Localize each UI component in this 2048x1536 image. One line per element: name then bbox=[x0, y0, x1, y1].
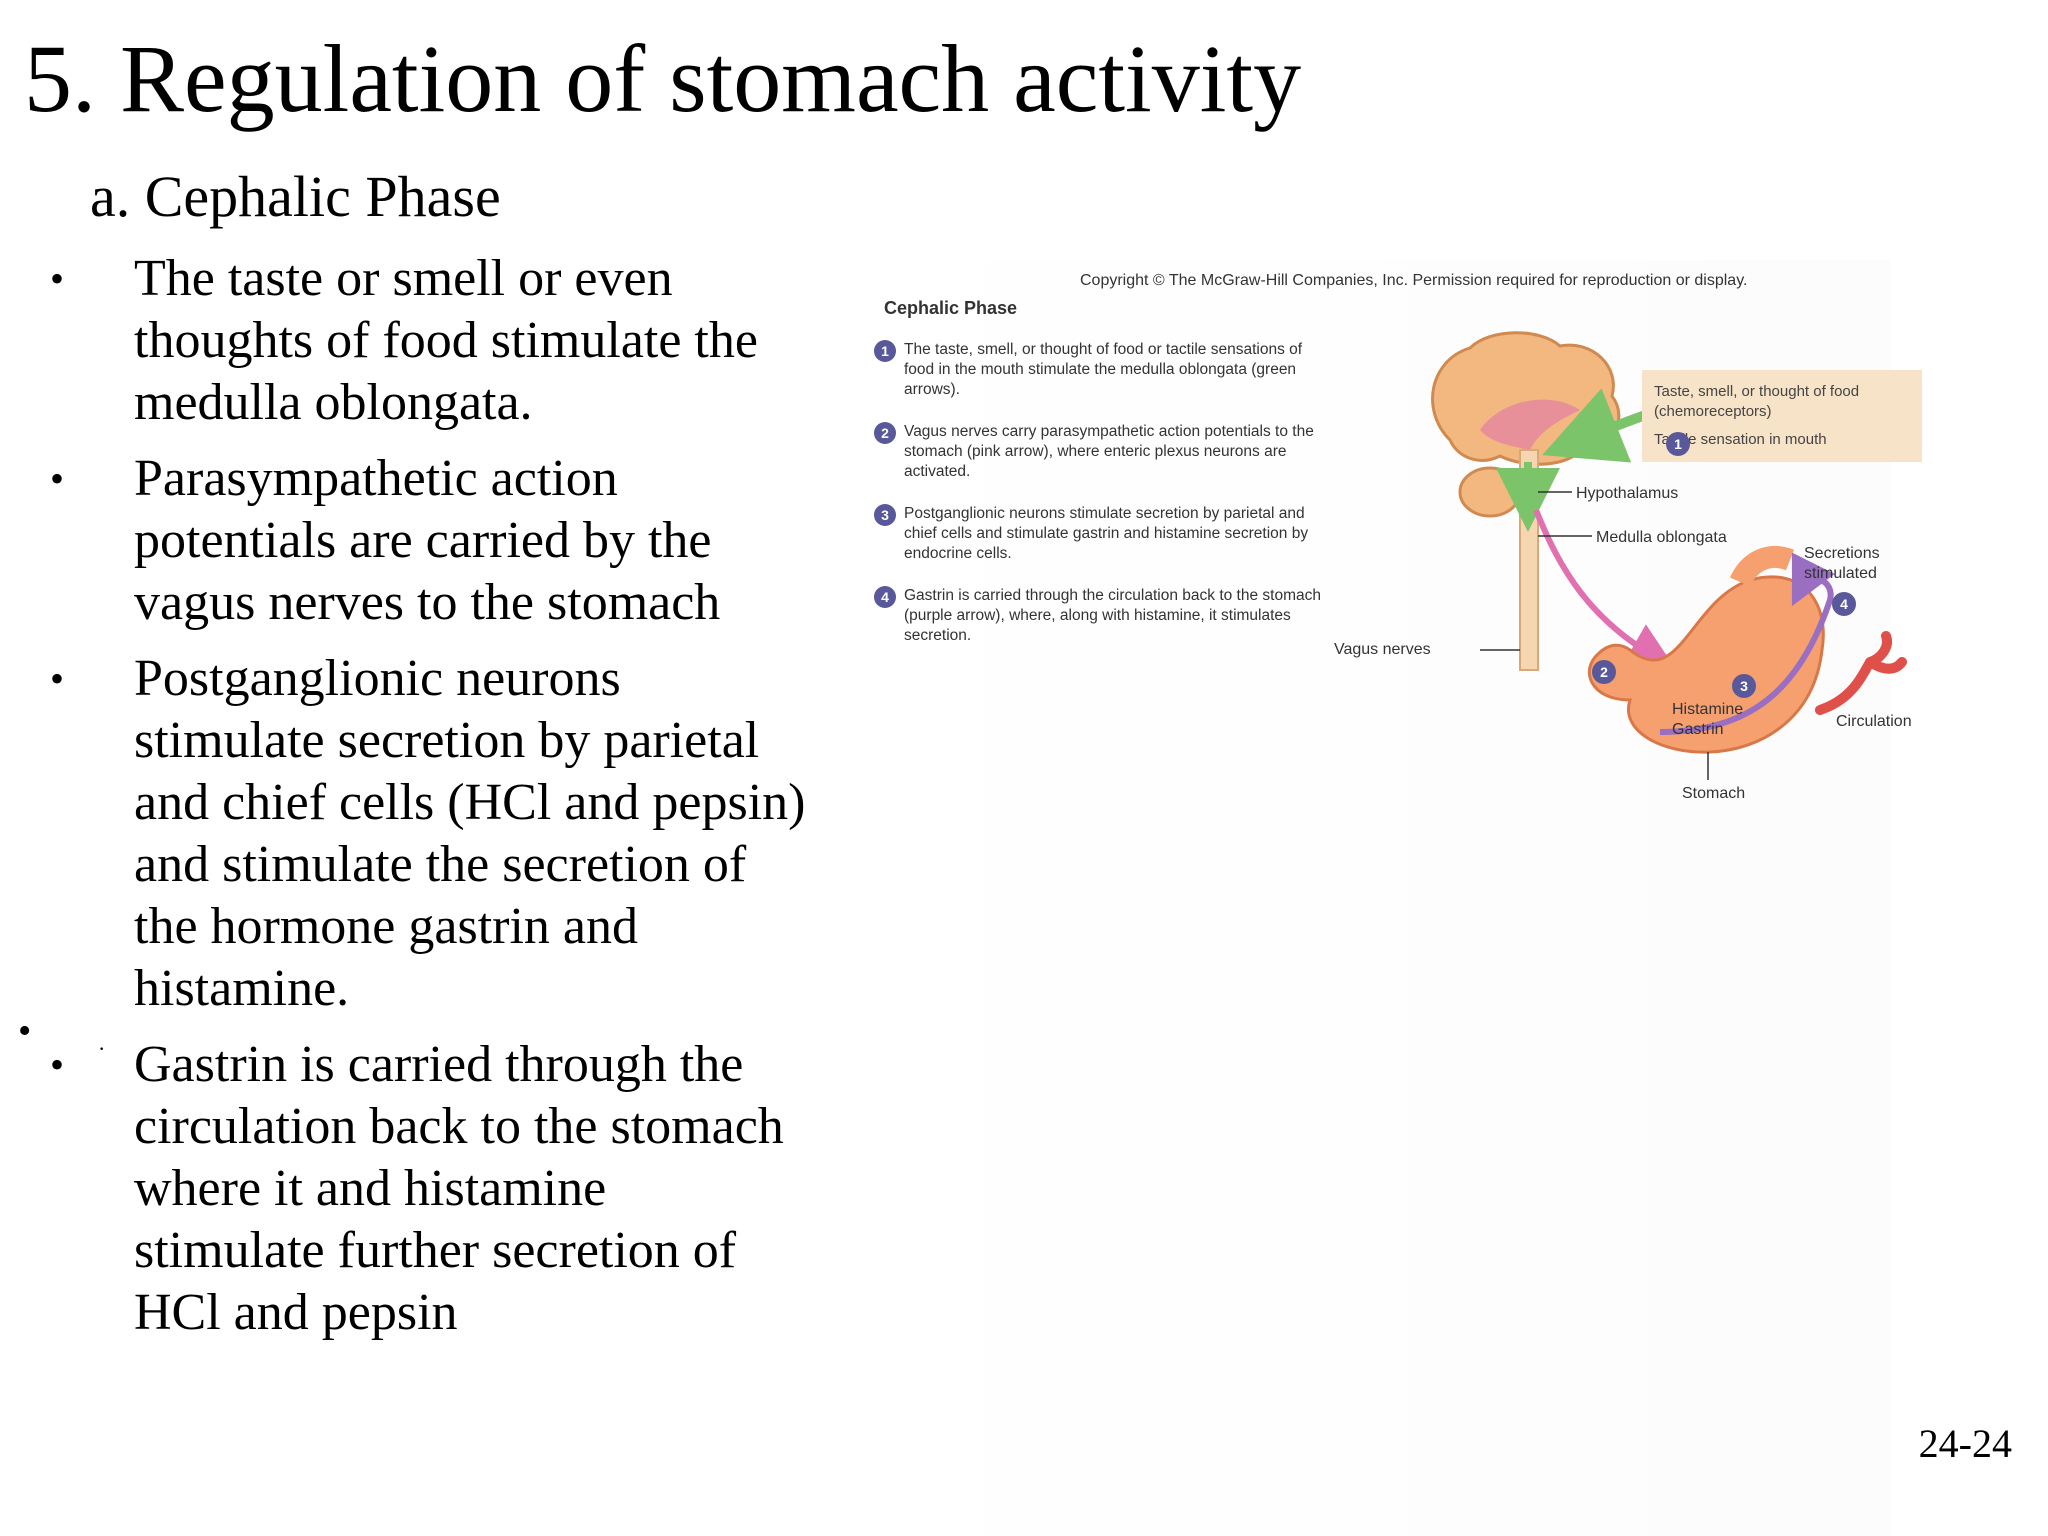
stimulus-box: Taste, smell, or thought of food (chemor… bbox=[1642, 370, 1922, 462]
step-text: The taste, smell, or thought of food or … bbox=[904, 341, 1303, 398]
stomach-icon bbox=[1587, 575, 1825, 754]
secretions-label: stimulated bbox=[1804, 565, 1877, 582]
bullet-item: • Parasympathetic action potentials are … bbox=[48, 448, 808, 634]
step-marker: 4 bbox=[874, 586, 896, 608]
figure-step: 1 The taste, smell, or thought of food o… bbox=[870, 340, 1330, 400]
medulla-label: Medulla oblongata bbox=[1596, 529, 1727, 546]
bullet-item: • Postganglionic neurons stimulate secre… bbox=[48, 648, 808, 1020]
bullet-text: Postganglionic neurons stimulate secreti… bbox=[134, 650, 806, 1017]
anatomy-diagram: Taste, smell, or thought of food (chemor… bbox=[1330, 270, 1930, 830]
bullet-list: • The taste or smell or even thoughts of… bbox=[48, 248, 808, 1358]
bullet-item: • Gastrin is carried through the circula… bbox=[48, 1034, 808, 1344]
figure-copyright: Copyright © The McGraw-Hill Companies, I… bbox=[1080, 272, 1748, 289]
esophagus-icon bbox=[1729, 546, 1795, 588]
cerebellum-icon bbox=[1458, 466, 1522, 518]
bullet-text: Parasympathetic action potentials are ca… bbox=[134, 450, 721, 631]
purple-arrow-icon bbox=[1659, 552, 1835, 735]
vagus-label: Vagus nerves bbox=[1334, 641, 1431, 658]
stimulus-label: Taste, smell, or thought of food (chemor… bbox=[1654, 383, 1860, 420]
figure-panel bbox=[850, 260, 1890, 1536]
bullet-text: Gastrin is carried through the circulati… bbox=[134, 1036, 784, 1341]
slide-title: 5. Regulation of stomach activity bbox=[24, 25, 1302, 132]
step-marker: 3 bbox=[874, 504, 896, 526]
bullet-text: The taste or smell or even thoughts of f… bbox=[134, 250, 758, 431]
cephalic-phase-figure: Copyright © The McGraw-Hill Companies, I… bbox=[870, 270, 1950, 830]
bullet-marker: • bbox=[50, 1042, 65, 1087]
figure-steps: 1 The taste, smell, or thought of food o… bbox=[870, 340, 1330, 668]
circulation-label: Circulation bbox=[1836, 713, 1912, 730]
stray-bullet: • bbox=[18, 1010, 32, 1052]
gastrin-label: Gastrin bbox=[1672, 721, 1724, 738]
blood-vessel-icon bbox=[1815, 631, 1907, 715]
secretions-label: Secretions bbox=[1804, 545, 1880, 562]
stimulus-label: Tactile sensation in mouth bbox=[1654, 431, 1827, 448]
step-text: Vagus nerves carry parasympathetic actio… bbox=[904, 423, 1314, 480]
stomach-label: Stomach bbox=[1682, 785, 1746, 802]
hypothalamus-label: Hypothalamus bbox=[1576, 485, 1679, 502]
step-marker: 1 bbox=[874, 340, 896, 362]
bullet-marker: • bbox=[50, 256, 65, 301]
bullet-item: • The taste or smell or even thoughts of… bbox=[48, 248, 808, 434]
figure-step: 3 Postganglionic neurons stimulate secre… bbox=[870, 504, 1330, 564]
page-number: 24-24 bbox=[1918, 1421, 2012, 1466]
figure-step: 4 Gastrin is carried through the circula… bbox=[870, 586, 1330, 646]
step-marker: 2 bbox=[1592, 660, 1616, 684]
bullet-marker: • bbox=[50, 456, 65, 501]
figure-title: Cephalic Phase bbox=[884, 298, 1018, 318]
stray-dot: · bbox=[98, 1036, 106, 1061]
bullet-marker: • bbox=[50, 656, 65, 701]
anatomy-illustration bbox=[1431, 331, 1907, 780]
step-marker: 4 bbox=[1832, 592, 1856, 616]
step-marker: 3 bbox=[1732, 674, 1756, 698]
pink-arrow-icon bbox=[1533, 508, 1676, 669]
figure-step: 2 Vagus nerves carry parasympathetic act… bbox=[870, 422, 1330, 482]
section-subheading: a. Cephalic Phase bbox=[90, 164, 501, 229]
histamine-label: Histamine bbox=[1672, 701, 1744, 718]
step-text: Postganglionic neurons stimulate secreti… bbox=[904, 505, 1309, 562]
step-marker: 2 bbox=[874, 422, 896, 444]
step-marker: 1 bbox=[1666, 432, 1690, 456]
step-text: Gastrin is carried through the circulati… bbox=[904, 587, 1321, 644]
